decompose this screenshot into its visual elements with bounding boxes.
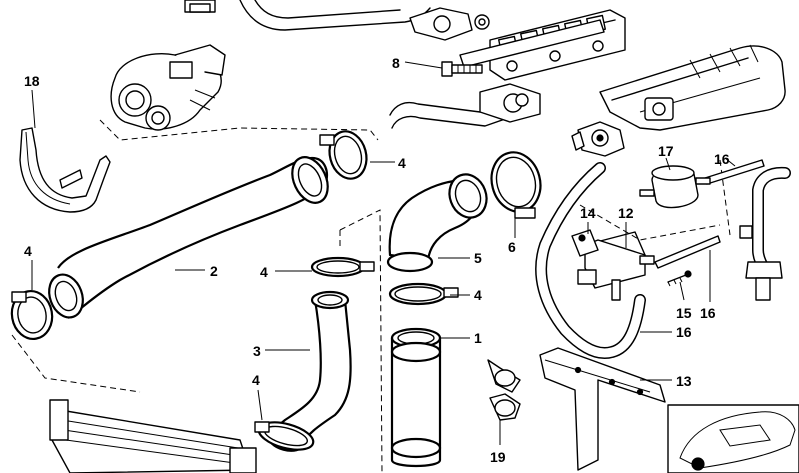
clip-19[interactable] — [487, 359, 521, 421]
hose-clamp-4-mid[interactable] — [310, 256, 375, 278]
hose-clamp-4-bottom[interactable] — [254, 417, 316, 455]
intercooler[interactable] — [49, 399, 257, 473]
car-locator-icon — [667, 404, 799, 473]
bracket-13[interactable] — [539, 347, 666, 471]
elbow-hose-5[interactable] — [386, 169, 492, 273]
callout-14: 14 — [580, 205, 596, 221]
intercooler-dashes — [11, 334, 141, 393]
callout-3: 3 — [253, 343, 261, 359]
vacuum-line-right[interactable] — [739, 166, 791, 301]
bracket-14[interactable] — [571, 229, 599, 257]
bolt-8[interactable] — [441, 61, 483, 77]
callout-19: 19 — [490, 449, 506, 465]
hose-clamp-6[interactable] — [485, 147, 547, 219]
intake-manifold[interactable] — [599, 44, 786, 131]
turbocharger[interactable] — [110, 44, 226, 131]
callout-5: 5 — [474, 250, 482, 266]
solenoid-valve-12[interactable] — [577, 231, 655, 301]
vacuum-hose-16-long[interactable] — [535, 162, 646, 359]
screw-15[interactable] — [667, 270, 692, 287]
hose3-dashes — [339, 209, 383, 473]
leader-lines — [31, 61, 736, 445]
callout-6: 6 — [508, 239, 516, 255]
hose-clamp-4-elbow[interactable] — [388, 282, 459, 306]
callout-1: 1 — [474, 330, 482, 346]
callout-4-left: 4 — [24, 243, 32, 259]
callout-4-elbow: 4 — [474, 287, 482, 303]
callout-4-top: 4 — [398, 155, 406, 171]
callout-12: 12 — [618, 205, 634, 221]
exhaust-pipe-upper[interactable] — [184, 0, 431, 31]
manifold-gasket[interactable] — [459, 19, 605, 68]
callout-2: 2 — [210, 263, 218, 279]
bracket-18[interactable] — [19, 127, 111, 213]
callout-17: 17 — [658, 143, 674, 159]
callout-18: 18 — [24, 73, 40, 89]
hose-16-short[interactable] — [654, 235, 721, 269]
callout-16-top: 16 — [714, 151, 730, 167]
callout-15: 15 — [676, 305, 692, 321]
charge-hose-2[interactable] — [43, 151, 334, 322]
hose-clamp-4-left[interactable] — [8, 288, 56, 342]
throttle-valve[interactable] — [571, 121, 625, 157]
turbo-assembly-dashes — [99, 119, 379, 141]
callout-16-bottom: 16 — [676, 324, 692, 340]
callout-4-mid: 4 — [260, 264, 268, 280]
charge-pipe-1[interactable] — [390, 327, 442, 468]
exhaust-pipe-lower[interactable] — [389, 83, 541, 129]
callout-13: 13 — [676, 373, 692, 389]
callout-4-bottom: 4 — [252, 372, 260, 388]
hose-clamp-4-top[interactable] — [319, 127, 372, 183]
callout-16-right: 16 — [700, 305, 716, 321]
filter-17[interactable] — [639, 165, 711, 209]
exhaust-flange-top[interactable] — [409, 7, 490, 41]
callout-8: 8 — [392, 55, 400, 71]
